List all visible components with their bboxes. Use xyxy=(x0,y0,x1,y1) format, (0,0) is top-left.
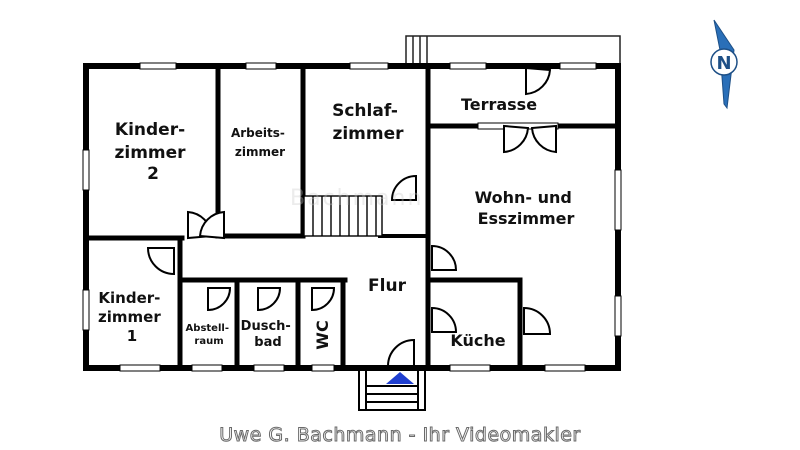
label-schlafzimmer: Schlaf- zimmer xyxy=(332,101,404,144)
entrance-arrow xyxy=(386,372,414,384)
door-kueche xyxy=(431,306,458,333)
label-kinderzimmer1: Kinder- zimmer 1 xyxy=(98,289,166,345)
balcony-railing xyxy=(405,35,621,65)
door-duschbad xyxy=(257,287,282,312)
staircase xyxy=(303,195,383,237)
door-terrasse-left xyxy=(503,124,530,154)
label-flur: Flur xyxy=(368,276,407,296)
door-terrasse-top xyxy=(525,66,552,96)
door-terrasse-right xyxy=(530,124,557,154)
compass: N xyxy=(710,19,738,110)
compass-label: N xyxy=(716,53,731,74)
door-wohn-kueche xyxy=(523,306,552,335)
label-duschbad: Dusch- bad xyxy=(241,319,296,350)
door-schlafzimmer xyxy=(390,174,417,201)
doors xyxy=(146,66,557,367)
compass-circle-icon xyxy=(710,48,738,76)
door-entrance xyxy=(386,338,415,367)
entrance-steps xyxy=(358,369,426,411)
label-terrasse: Terrasse xyxy=(461,95,537,114)
label-abstellraum: Abstell- raum xyxy=(186,323,233,347)
door-wohn-flur xyxy=(431,244,458,271)
watermark: Bachmann xyxy=(290,186,424,211)
room-labels: Kinder- zimmer 2 Arbeits- zimmer Schlaf-… xyxy=(98,95,578,350)
walls xyxy=(83,63,621,371)
label-arbeitszimmer: Arbeits- zimmer xyxy=(231,126,289,159)
label-kueche: Küche xyxy=(450,331,505,350)
label-wohn-esszimmer: Wohn- und Esszimmer xyxy=(475,188,578,228)
door-arbeitszimmer xyxy=(198,210,225,240)
label-kinderzimmer2: Kinder- zimmer 2 xyxy=(115,120,192,184)
door-kinderzimmer1 xyxy=(146,247,175,276)
windows xyxy=(82,62,622,372)
door-wc xyxy=(311,287,336,312)
label-wc: WC xyxy=(313,320,332,349)
footer-credit: Uwe G. Bachmann - Ihr Videomakler xyxy=(219,424,581,447)
door-abstellraum xyxy=(207,287,232,312)
